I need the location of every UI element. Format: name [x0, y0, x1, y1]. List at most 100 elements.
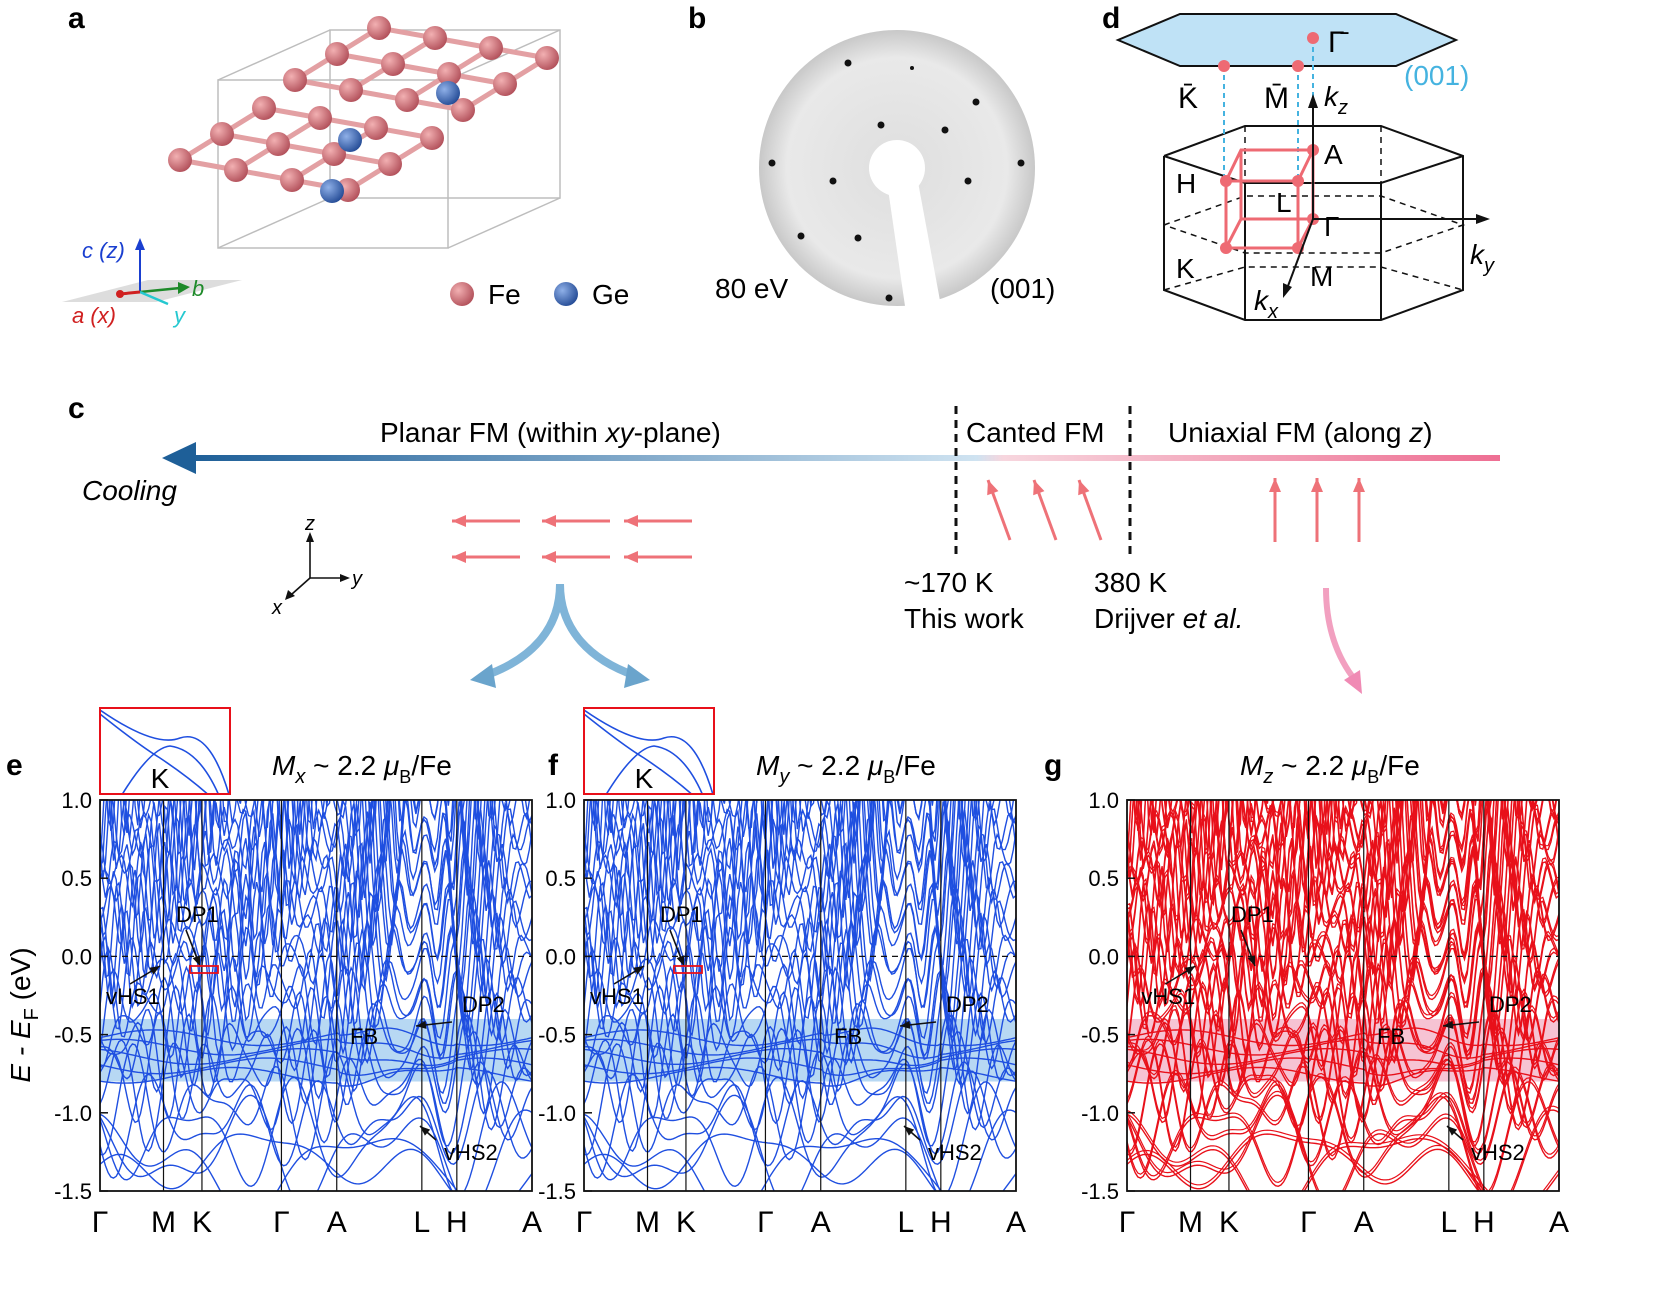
band-line — [584, 1027, 1016, 1153]
point-Gamma: Γ — [1324, 211, 1339, 242]
band-line — [100, 800, 532, 871]
band-line — [1127, 991, 1559, 1115]
point-K: K — [1176, 253, 1195, 284]
title-g: Mz ~ 2.2 μB/Fe — [1240, 750, 1420, 788]
band-line — [584, 1057, 1016, 1076]
point-H: H — [1176, 168, 1196, 199]
ge-legend-swatch — [554, 282, 578, 306]
band-line — [1127, 1072, 1559, 1191]
fb-label: FB — [834, 1024, 862, 1049]
axis-c-label: c (z) — [82, 238, 125, 263]
surface-label: (001) — [1404, 60, 1469, 91]
surface-bz — [1115, 13, 1459, 67]
vhs1-label: vHS1 — [1141, 984, 1195, 1009]
atom-legend: Fe Ge — [450, 279, 629, 310]
point-M: M — [1310, 261, 1333, 292]
fe-atom — [451, 98, 475, 122]
k-path-label: A — [522, 1206, 542, 1239]
k-path-label: Γ — [1119, 1206, 1136, 1239]
band-line — [584, 1066, 1016, 1087]
k-path-label: H — [446, 1206, 468, 1239]
band-line — [1127, 1094, 1559, 1191]
vhs2-label: vHS2 — [928, 1140, 982, 1165]
ge-atom — [320, 179, 344, 203]
k-path-label: Γ — [576, 1206, 593, 1239]
leed-surface: (001) — [990, 273, 1055, 304]
panel-label-d: d — [1102, 2, 1120, 35]
band-line — [100, 906, 532, 1027]
y-tick-label: 0.0 — [545, 944, 576, 969]
k-path-label: A — [1549, 1206, 1569, 1239]
band-line — [100, 800, 531, 844]
k-path-label: M — [1178, 1206, 1203, 1239]
band-line — [584, 1043, 1016, 1161]
band-line — [100, 872, 532, 993]
fe-atom — [535, 46, 559, 70]
band-line — [584, 1133, 937, 1191]
y-tick-label: -0.5 — [1081, 1023, 1119, 1048]
axis-a-label: a (x) — [72, 303, 116, 328]
k-path-label: K — [1219, 1206, 1239, 1239]
k-path-label: A — [1006, 1206, 1026, 1239]
crystal-structure — [168, 16, 561, 249]
dp1-zoom-box — [673, 965, 703, 974]
spin-arrow — [1311, 478, 1323, 542]
panel-label-a: a — [68, 2, 85, 35]
fe-atom — [479, 36, 503, 60]
fe-atom — [493, 72, 517, 96]
fe-atom — [322, 142, 346, 166]
band-line — [100, 1011, 532, 1131]
unit-cell-box — [217, 29, 561, 249]
ge-atom — [338, 128, 362, 152]
band-line — [584, 1027, 1016, 1047]
m-bar-label: M̄ — [1264, 82, 1289, 115]
band-line — [1127, 1109, 1559, 1191]
uniaxial-fm-label: Uniaxial FM (along z) — [1168, 417, 1433, 448]
vhs1-label: vHS1 — [106, 984, 160, 1009]
vhs1-label: vHS1 — [590, 984, 644, 1009]
band-line — [1127, 934, 1559, 1054]
y-tick-label: 1.0 — [1088, 788, 1119, 813]
y-tick-label: -0.5 — [54, 1023, 92, 1048]
fe-legend-label: Fe — [488, 279, 521, 310]
curved-arrows-blue — [470, 583, 650, 688]
magnetic-phase-diagram: Planar FM (within xy-plane) Canted FM Un… — [82, 406, 1500, 694]
band-line — [100, 809, 532, 923]
fe-atom — [280, 168, 304, 192]
spin-arrow — [624, 551, 692, 563]
fb-label: FB — [350, 1024, 378, 1049]
band-line — [100, 1027, 532, 1153]
band-line — [100, 1113, 532, 1191]
leed-pattern: 80 eV (001) — [715, 30, 1055, 306]
band-line — [584, 938, 1016, 1058]
axis-y-label: y — [172, 303, 187, 328]
band-line — [100, 938, 532, 1058]
band-line — [1127, 800, 1559, 867]
ge-legend-label: Ge — [592, 279, 629, 310]
spin-arrow — [1032, 479, 1058, 541]
axis-x: x — [271, 597, 283, 619]
y-tick-label: -0.5 — [538, 1023, 576, 1048]
fe-atom — [224, 158, 248, 182]
y-tick-label: 0.5 — [1088, 866, 1119, 891]
y-tick-label: 1.0 — [61, 788, 92, 813]
canted-fm-label: Canted FM — [966, 417, 1105, 448]
spin-arrow — [452, 551, 520, 563]
inset-k-label: K — [635, 763, 654, 794]
band-line — [584, 800, 1016, 871]
cooling-label: Cooling — [82, 475, 177, 506]
band-line — [100, 1043, 532, 1161]
k-path-label: L — [413, 1206, 430, 1239]
y-tick-label: 0.5 — [545, 866, 576, 891]
vhs2-label: vHS2 — [444, 1140, 498, 1165]
axes-indicator-c: z y x — [271, 513, 363, 619]
ge-atom — [436, 81, 460, 105]
irreducible-wedge — [1224, 148, 1316, 250]
svg-text:kx: kx — [1254, 285, 1279, 323]
k-path-label: Γ — [92, 1206, 109, 1239]
fe-atom — [283, 68, 307, 92]
planar-fm-label: Planar FM (within xy-plane) — [380, 417, 721, 448]
ky-label: k — [1470, 239, 1486, 270]
fe-atom — [423, 26, 447, 50]
